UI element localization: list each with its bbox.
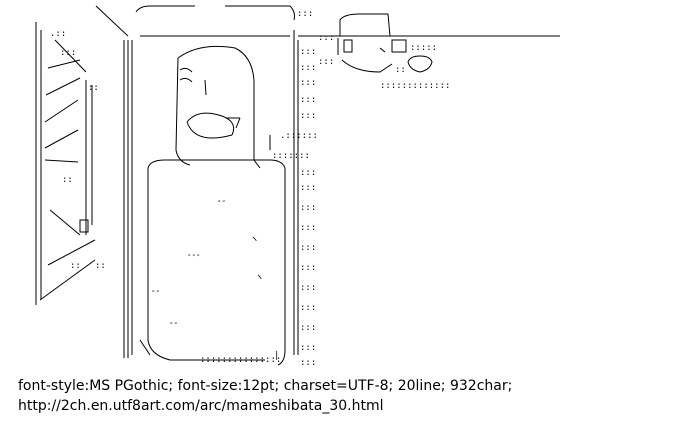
- svg-text::::: :::: [300, 303, 316, 313]
- right-shelf-drawing: [298, 13, 560, 73]
- svg-text::::: :::: [297, 9, 313, 19]
- svg-text::::::: :::::: [410, 43, 437, 53]
- svg-text:::: ::: [70, 261, 81, 271]
- svg-text::::::::::::::::: :::::::::::::::: [200, 355, 281, 365]
- door-frame-drawing: [95, 5, 299, 358]
- ascii-art-illustration: .:: ::: :: :: :: ::: [35, 5, 560, 368]
- svg-text:::: ::: [395, 65, 406, 75]
- svg-text::::: :::: [300, 203, 316, 213]
- svg-text::::::::::::::: :::::::::::::: [380, 81, 450, 91]
- svg-text::::: :::: [60, 48, 76, 58]
- svg-text::::: :::: [300, 323, 316, 333]
- svg-text:|: |: [274, 351, 279, 361]
- svg-text::::: :::: [300, 111, 316, 121]
- svg-text:ﾞﾞ: ﾞﾞ: [152, 290, 161, 301]
- font-spec-line: font-style:MS PGothic; font-size:12pt; c…: [18, 378, 513, 394]
- svg-text::::: :::: [300, 183, 316, 193]
- bean-figure-drawing: [139, 45, 286, 366]
- svg-text::::: :::: [300, 283, 316, 293]
- svg-text:ﾞﾞ: ﾞﾞ: [170, 322, 179, 333]
- svg-text::::: :::: [300, 263, 316, 273]
- svg-text:ヽ: ヽ: [255, 273, 264, 283]
- art-info-caption: font-style:MS PGothic; font-size:12pt; c…: [18, 376, 512, 416]
- frame-dots: ::: ::: ::: ::: ::: ::: .:::::: ::::::: …: [272, 9, 318, 368]
- svg-text:::: ::: [62, 175, 73, 185]
- bean-figure-marks: ﾞﾞ ヽ ﾞﾞﾞ ヽ ﾞﾞ ﾞﾞ ::::::::::::::: |: [152, 200, 281, 365]
- svg-text::::: :::: [300, 223, 316, 233]
- svg-text::::: :::: [300, 243, 316, 253]
- svg-text:.::: .::: [50, 29, 66, 39]
- source-url-line: http://2ch.en.utf8art.com/arc/mameshibat…: [18, 398, 384, 414]
- left-shelf-drawing: [35, 22, 96, 305]
- svg-text:::: ::: [95, 261, 106, 271]
- left-shelf-dots: .:: ::: :: :: :: ::: [50, 29, 106, 271]
- svg-text:.::::::: .::::::: [280, 131, 318, 141]
- svg-text::::: :::: [300, 63, 316, 73]
- svg-text::::: :::: [300, 343, 316, 353]
- svg-text::::::::: :::::::: [272, 151, 310, 161]
- svg-text::::: :::: [300, 168, 316, 178]
- right-shelf-dots: ::::: :: ::::::::::::: ::: :::: [318, 33, 450, 91]
- svg-text::::: :::: [300, 47, 316, 57]
- svg-text:::: ::: [88, 83, 99, 93]
- svg-text::::: :::: [300, 95, 316, 105]
- svg-text::::: :::: [318, 57, 334, 67]
- svg-text::::: :::: [300, 78, 316, 88]
- svg-text:ヽ: ヽ: [250, 235, 259, 245]
- svg-text:ﾞﾞ: ﾞﾞ: [218, 200, 227, 211]
- svg-text::::: :::: [300, 358, 316, 368]
- svg-text:ﾞﾞﾞ: ﾞﾞﾞ: [188, 254, 202, 265]
- svg-text::::: :::: [318, 33, 334, 43]
